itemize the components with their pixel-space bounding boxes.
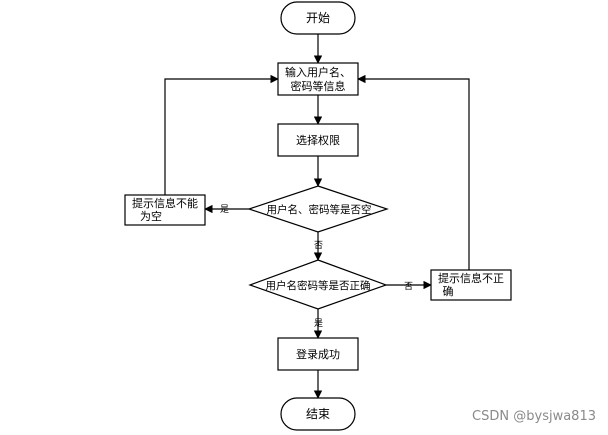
- end-terminal: [280, 397, 356, 431]
- input-label-line2: 密码等信息: [291, 79, 346, 93]
- success-box: [277, 337, 359, 371]
- edge-label-yes-correct: 是: [314, 318, 323, 329]
- input-box: [277, 62, 359, 96]
- input-label-line1: 输入用户名、: [285, 65, 351, 79]
- empty-tip-box: [124, 194, 206, 226]
- success-label: 登录成功: [296, 347, 340, 361]
- select-label: 选择权限: [296, 133, 340, 147]
- wrong-tip-label-line2: 确: [443, 285, 454, 298]
- start-terminal: [280, 1, 356, 35]
- watermark-text: CSDN @bysjwa813: [472, 409, 596, 424]
- wrong-tip-box: [430, 269, 512, 301]
- check-empty-label: 用户名、密码等是否空: [267, 203, 372, 216]
- edge-label-no-empty: 否: [314, 240, 323, 251]
- select-box: [277, 123, 359, 157]
- check-empty-decision: [247, 185, 389, 233]
- wrong-tip-label-line1: 提示信息不正: [438, 271, 504, 285]
- edge-label-no-correct: 否: [404, 281, 413, 292]
- edge-empty-tip-back: [164, 74, 279, 195]
- end-label: 结束: [306, 407, 330, 421]
- empty-tip-label-line2: 为空: [140, 209, 162, 223]
- check-correct-label: 用户名密码等是否正确: [266, 279, 371, 292]
- start-label: 开始: [306, 11, 330, 25]
- empty-tip-label-line1: 提示信息不能: [132, 196, 198, 210]
- check-correct-decision: [248, 259, 388, 310]
- edge-wrong-tip-back: [357, 74, 470, 270]
- edge-label-yes-empty: 是: [220, 204, 229, 215]
